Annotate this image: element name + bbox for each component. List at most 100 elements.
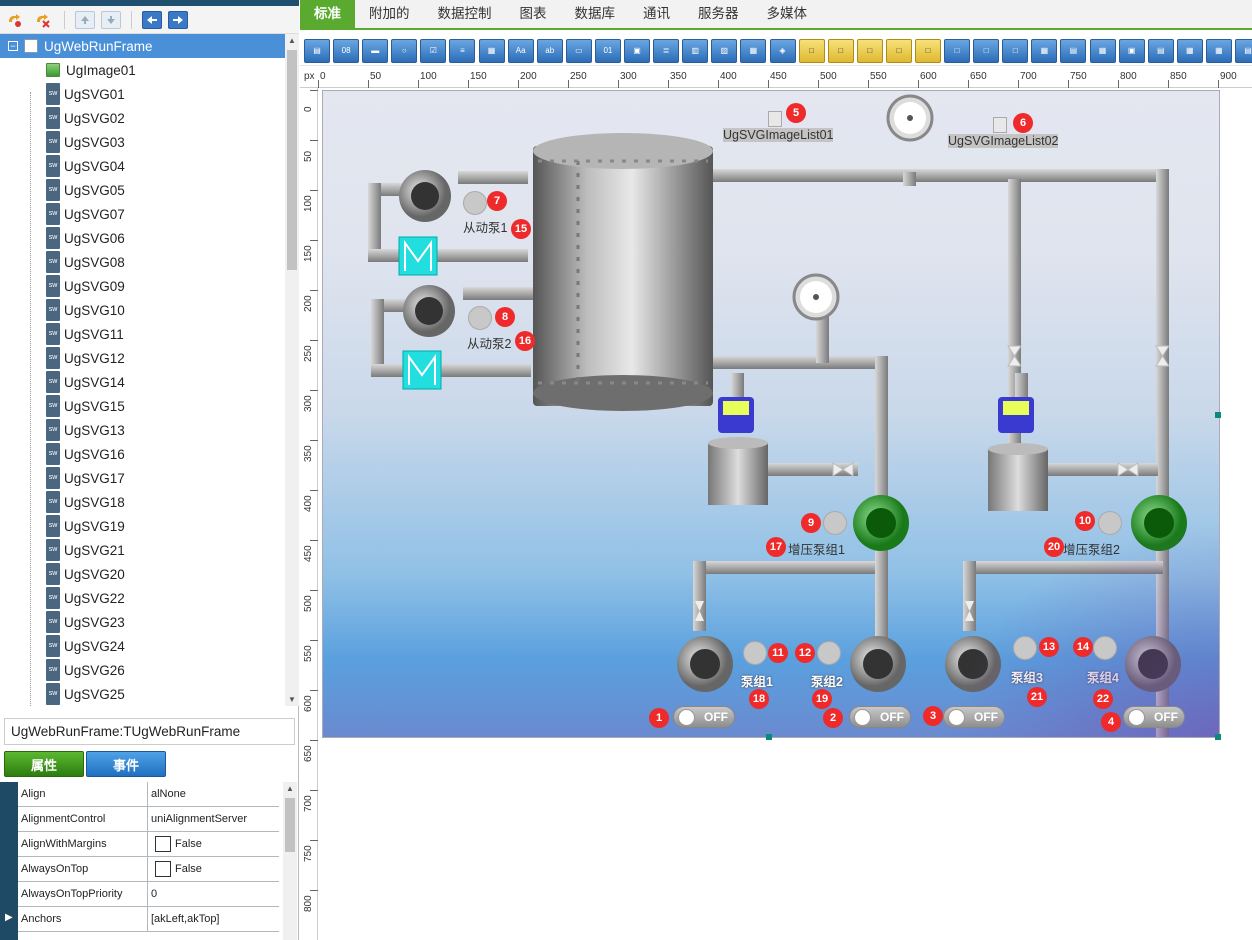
palette-tab[interactable]: 服务器 <box>698 6 739 21</box>
property-scrollbar[interactable]: ▲ <box>283 782 297 940</box>
pump-toggle-switch[interactable]: OFF <box>943 706 1005 728</box>
palette-tab[interactable]: 通讯 <box>643 6 670 21</box>
property-value[interactable]: alNone <box>148 782 279 806</box>
shape-component-icon[interactable]: □ <box>856 38 883 63</box>
property-value[interactable]: uniAlignmentServer <box>148 807 279 831</box>
panel-component-icon[interactable]: ▤ <box>304 38 330 63</box>
tab-component-icon[interactable]: ▤ <box>1235 38 1252 63</box>
selection-handle[interactable] <box>1215 734 1221 740</box>
selection-handle[interactable] <box>766 734 772 740</box>
property-row[interactable]: Anchors[akLeft,akTop] <box>18 907 279 932</box>
add-node-icon[interactable] <box>4 10 26 30</box>
collapse-icon[interactable]: − <box>8 41 18 51</box>
pump-toggle-switch[interactable]: OFF <box>849 706 911 728</box>
tree-scrollbar[interactable]: ▲ ▼ <box>285 34 299 706</box>
property-value[interactable]: [akLeft,akTop] <box>148 907 279 931</box>
shape-component-icon[interactable]: □ <box>827 38 854 63</box>
property-value[interactable]: False <box>148 832 279 856</box>
combobox-component-icon[interactable]: ▨ <box>711 38 738 63</box>
label-component-icon[interactable]: 08 <box>333 38 360 63</box>
palette-tab[interactable]: 附加的 <box>369 6 410 21</box>
move-down-icon[interactable] <box>101 10 121 29</box>
selection-handle[interactable] <box>1215 412 1221 418</box>
property-checkbox[interactable] <box>155 861 171 877</box>
image-list-icon[interactable] <box>768 111 782 127</box>
image-list-label[interactable]: UgSVGImageList02 <box>948 134 1059 148</box>
property-checkbox[interactable] <box>155 836 171 852</box>
page-component-icon[interactable]: ▤ <box>1060 38 1087 63</box>
palette-tab[interactable]: 标准 <box>300 0 355 29</box>
scrollbar-thumb[interactable] <box>285 798 295 852</box>
grid-component-icon[interactable]: ▦ <box>478 38 505 63</box>
pump-toggle-switch[interactable]: OFF <box>1123 706 1185 728</box>
palette-tab[interactable]: 多媒体 <box>766 6 808 21</box>
delete-node-icon[interactable] <box>32 10 54 30</box>
shape-component-icon[interactable]: □ <box>885 38 912 63</box>
move-right-icon[interactable] <box>168 10 188 29</box>
checkbox-component-icon[interactable]: ☑ <box>420 38 447 63</box>
design-canvas[interactable]: UgSVGImageList01 UgSVGImageList02 从动泵1 从… <box>318 88 1252 940</box>
splitter-component-icon[interactable]: ▦ <box>1031 38 1058 63</box>
radio-component-icon[interactable]: ○ <box>391 38 418 63</box>
scrollbar-thumb[interactable] <box>287 50 297 270</box>
memo-component-icon[interactable]: ≣ <box>653 38 680 63</box>
palette-tab[interactable]: 数据控制 <box>437 6 492 21</box>
tab-events[interactable]: 事件 <box>86 751 166 777</box>
move-up-icon[interactable] <box>75 10 95 29</box>
hmi-frame[interactable]: UgSVGImageList01 UgSVGImageList02 从动泵1 从… <box>322 90 1220 738</box>
button-component-icon[interactable]: ▭ <box>565 38 592 63</box>
tab-properties[interactable]: 属性 <box>4 751 84 777</box>
text-component-icon[interactable]: Aa <box>507 38 534 63</box>
shape-component-icon[interactable]: □ <box>1002 38 1029 63</box>
scroll-up-icon[interactable]: ▲ <box>286 784 294 793</box>
scroll-up-icon[interactable]: ▲ <box>288 36 296 45</box>
shape-component-icon[interactable]: □ <box>914 38 941 63</box>
shape-component-icon[interactable]: □ <box>973 38 1000 63</box>
tree-item-image[interactable]: UgImage01 <box>0 58 285 82</box>
frame-component-icon[interactable]: ▣ <box>1118 38 1145 63</box>
image-list-icon[interactable] <box>993 117 1007 133</box>
property-value[interactable]: 0 <box>148 882 279 906</box>
chart-component-icon[interactable]: ▦ <box>1089 38 1116 63</box>
progress-component-icon[interactable]: ▬ <box>362 38 389 63</box>
selected-object-field[interactable]: UgWebRunFrame:TUgWebRunFrame <box>4 718 295 745</box>
tree-component-icon[interactable]: ▦ <box>740 38 767 63</box>
tree-root-item[interactable]: − UgWebRunFrame <box>0 34 285 58</box>
edit-component-icon[interactable]: ab <box>536 38 563 63</box>
move-left-icon[interactable] <box>142 10 162 29</box>
palette-tab[interactable]: 图表 <box>519 6 547 21</box>
table-component-icon[interactable]: ▦ <box>1176 38 1203 63</box>
list-component-icon[interactable]: ≡ <box>449 38 476 63</box>
image-list-label[interactable]: UgSVGImageList01 <box>723 128 834 142</box>
spin-component-icon[interactable]: 01 <box>594 38 621 63</box>
tree-component-icon[interactable]: ▦ <box>1205 38 1232 63</box>
shape-component-icon[interactable]: □ <box>798 38 825 63</box>
